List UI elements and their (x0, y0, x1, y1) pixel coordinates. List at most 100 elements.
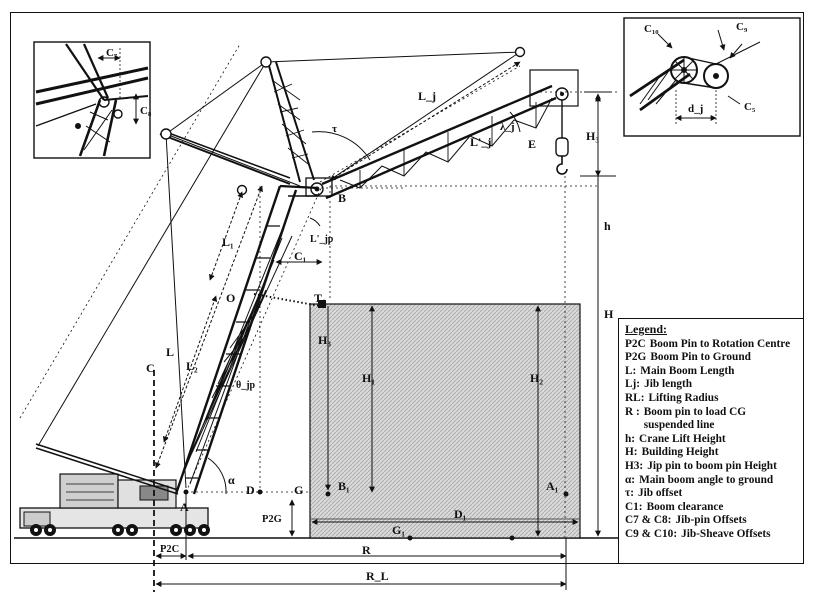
label-G: G (294, 483, 303, 497)
legend-key: P2C (625, 337, 646, 350)
legend-key: h: (625, 432, 636, 445)
label-Lprime-jp: L'_jp (310, 234, 334, 245)
legend-desc: Boom Pin to Ground (650, 351, 751, 364)
legend-key: C7 & C8: (625, 514, 672, 527)
label-D1: D₁ (454, 507, 467, 521)
label-tau: τ (332, 123, 337, 135)
label-T1: T₁ (314, 291, 326, 305)
mast-top-pulley (260, 56, 272, 68)
legend-desc: Main Boom Length (640, 364, 735, 377)
legend-item: RL:Lifting Radius (625, 392, 799, 406)
t1-marker (318, 300, 326, 308)
label-lambda-j: λ_j (500, 121, 515, 133)
label-C1: C₁ (294, 249, 307, 263)
legend-key: R : (625, 405, 640, 418)
legend-desc: Boom Pin to Rotation Centre (649, 337, 791, 350)
lambda-arc (509, 111, 521, 133)
jib-mast (159, 61, 315, 185)
legend-key: α: (625, 473, 636, 486)
legend-key: L: (625, 364, 637, 377)
legend-desc: Jib-Sheave Offsets (681, 527, 771, 540)
main-boom (174, 185, 298, 495)
label-Lj: L_j (418, 89, 436, 103)
label-C8: C₈ (140, 105, 152, 117)
label-dj: d_j (688, 103, 703, 115)
label-H1: H₁ (362, 371, 375, 385)
legend-desc: Jib offset (637, 487, 683, 500)
legend-title: Legend: (625, 322, 667, 336)
legend-desc: Building Height (641, 446, 719, 459)
ground-points (183, 489, 569, 541)
label-L1: L₁ (222, 235, 234, 249)
legend-item: H:Building Height (625, 446, 799, 460)
alpha-arc (207, 457, 227, 495)
legend-item: τ:Jib offset (625, 487, 799, 501)
label-O: O (226, 291, 235, 305)
legend-desc: Main boom angle to ground (639, 473, 774, 486)
legend-item: R :Boom pin to load CG suspended line (625, 406, 799, 433)
legend-key: H3: (625, 459, 644, 472)
legend-key: Lj: (625, 378, 641, 391)
label-Lprime-j: L'_j (470, 135, 491, 149)
label-H3: H₃ (318, 333, 331, 347)
label-H2: H₂ (530, 371, 543, 385)
legend-item: h:Crane Lift Height (625, 433, 799, 447)
label-B1: B₁ (338, 479, 350, 493)
label-alpha: α (228, 473, 235, 487)
boom-head (279, 177, 333, 197)
diagram-labels: A B C D E G O T₁ B₁ A₁ G₁ L L₁ L₂ L_j L'… (106, 21, 756, 583)
label-G1: G₁ (392, 523, 405, 537)
backstay-pulley (160, 128, 172, 140)
legend-key: H: (625, 446, 638, 459)
horizontal-dimensions (155, 494, 579, 590)
label-P2G: P2G (262, 514, 282, 525)
legend-key: RL: (625, 391, 645, 404)
jp-arc (309, 217, 321, 227)
label-A: A (180, 500, 189, 514)
label-E: E (528, 137, 536, 151)
legend-desc: Lifting Radius (648, 391, 719, 404)
luffing-jib (321, 84, 557, 200)
legend-desc: Jip pin to boom pin Height (647, 459, 777, 472)
jib-head-box (529, 69, 579, 107)
boom-length-dimensions (155, 61, 521, 469)
label-RL: R_L (366, 569, 389, 583)
legend-item: C7 & C8:Jib-pin Offsets (625, 514, 799, 528)
hook-block (555, 100, 569, 175)
legend-item: H3:Jip pin to boom pin Height (625, 460, 799, 474)
legend-desc: Boom clearance (646, 500, 724, 513)
label-A1: A₁ (546, 479, 559, 493)
legend-item: α:Main boom angle to ground (625, 474, 799, 488)
legend-key: τ: (625, 487, 634, 500)
vertical-dimensions (289, 91, 616, 539)
label-C7: C₇ (106, 47, 118, 59)
label-C: C (146, 361, 155, 375)
label-H: H (604, 307, 614, 321)
legend-desc: Crane Lift Height (639, 432, 726, 445)
label-h: h (604, 219, 611, 233)
tau-arc (311, 131, 371, 161)
legend-desc: Jib-pin Offsets (675, 514, 747, 527)
label-C9: C₉ (736, 21, 748, 33)
inset-left (33, 41, 151, 159)
building (309, 303, 581, 539)
label-C10: C₁₀ (644, 23, 659, 35)
label-R: R (362, 543, 371, 557)
label-B: B (338, 191, 346, 205)
inset-right (623, 17, 801, 137)
label-C5: C₅ (744, 101, 756, 113)
label-P2C: P2C (160, 544, 179, 555)
label-L2: L₂ (186, 359, 198, 373)
label-theta-jp: θ_jp (236, 380, 256, 391)
legend-item: Lj:Jib length (625, 378, 799, 392)
legend-item: L:Main Boom Length (625, 365, 799, 379)
legend-key: C1: (625, 500, 643, 513)
legend-desc: Jib length (644, 378, 693, 391)
jib-stay-pulley (514, 46, 526, 58)
label-H3-right: H₃ (586, 129, 599, 143)
legend-key: C9 & C10: (625, 527, 678, 540)
